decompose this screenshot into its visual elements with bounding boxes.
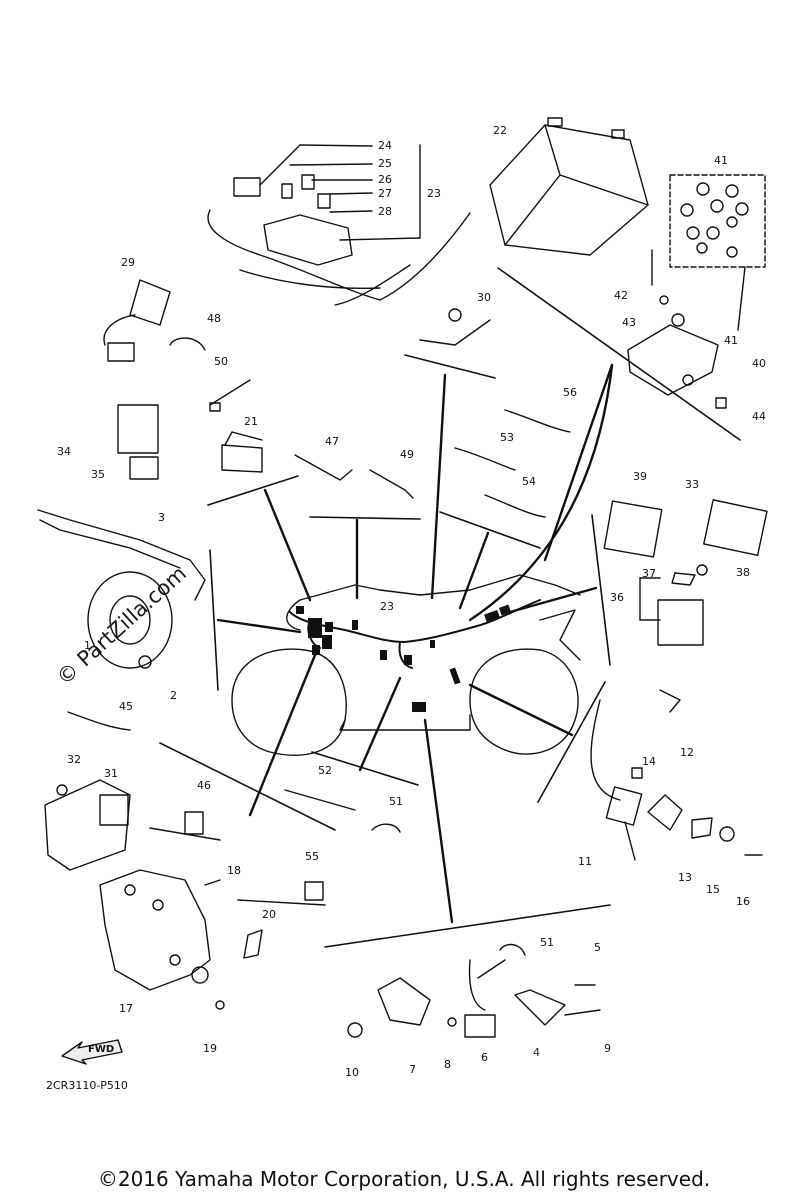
callout-3: 3 <box>158 511 165 524</box>
regulator <box>44 779 131 871</box>
callout-29: 29 <box>121 256 135 269</box>
callout-49: 49 <box>400 448 414 461</box>
group-brackets <box>159 267 741 948</box>
callout-23-top: 23 <box>427 187 441 200</box>
bottom-assembly <box>347 943 601 1038</box>
callout-30: 30 <box>477 291 491 304</box>
callout-16: 16 <box>736 895 750 908</box>
callout-22: 22 <box>493 124 507 137</box>
sensor-assembly-11 <box>590 689 763 861</box>
callout-28: 28 <box>378 205 392 218</box>
callout-11: 11 <box>578 855 592 868</box>
callout-38: 38 <box>736 566 750 579</box>
ties-53-54-56 <box>419 308 571 518</box>
callout-26: 26 <box>378 173 392 186</box>
callout-52: 52 <box>318 764 332 777</box>
callout-47: 47 <box>325 435 339 448</box>
callout-55: 55 <box>305 850 319 863</box>
callout-53: 53 <box>500 431 514 444</box>
callout-1: 1 <box>84 639 91 652</box>
callout-12: 12 <box>680 746 694 759</box>
callout-8: 8 <box>444 1058 451 1071</box>
callout-41-right: 41 <box>724 334 738 347</box>
callout-24: 24 <box>378 139 392 152</box>
callout-50: 50 <box>214 355 228 368</box>
callout-2: 2 <box>170 689 177 702</box>
ecu-unit <box>627 249 727 409</box>
callout-54: 54 <box>522 475 536 488</box>
callout-14: 14 <box>642 755 656 768</box>
callout-18: 18 <box>227 864 241 877</box>
callout-21: 21 <box>244 415 258 428</box>
callout-20: 20 <box>262 908 276 921</box>
callout-13: 13 <box>678 871 692 884</box>
callout-6: 6 <box>481 1051 488 1064</box>
fuse-box <box>207 144 471 306</box>
callout-46: 46 <box>197 779 211 792</box>
horn-assembly <box>37 509 206 669</box>
ties-lower-center <box>149 789 401 906</box>
callout-51-bottom: 51 <box>540 936 554 949</box>
harness-connectors <box>296 604 512 712</box>
callout-39: 39 <box>633 470 647 483</box>
callout-56: 56 <box>563 386 577 399</box>
relays-right <box>603 499 768 646</box>
callout-48: 48 <box>207 312 221 325</box>
pointer-lines <box>216 363 614 924</box>
callout-19: 19 <box>203 1042 217 1055</box>
battery <box>489 117 649 256</box>
callout-9: 9 <box>604 1042 611 1055</box>
callout-33: 33 <box>685 478 699 491</box>
callout-34: 34 <box>57 445 71 458</box>
nut-group-box <box>669 174 766 331</box>
callout-44: 44 <box>752 410 766 423</box>
callout-27: 27 <box>378 187 392 200</box>
copyright-notice: ©2016 Yamaha Motor Corporation, U.S.A. A… <box>97 1167 711 1191</box>
callout-32: 32 <box>67 753 81 766</box>
small-parts-upper-left <box>169 337 263 473</box>
callout-17: 17 <box>119 1002 133 1015</box>
callout-51-mid: 51 <box>389 795 403 808</box>
tie-45 <box>67 711 131 731</box>
callout-40: 40 <box>752 357 766 370</box>
frame-bracket <box>99 869 263 1010</box>
callout-42: 42 <box>614 289 628 302</box>
drawing-code: 2CR3110-P510 <box>46 1079 128 1092</box>
sensor-lead <box>103 279 171 362</box>
callout-35: 35 <box>91 468 105 481</box>
callout-45: 45 <box>119 700 133 713</box>
callout-5: 5 <box>594 941 601 954</box>
motorcycle-outline <box>231 574 581 756</box>
fwd-label: FWD <box>88 1044 115 1055</box>
fwd-arrow <box>61 1039 123 1065</box>
callout-43: 43 <box>622 316 636 329</box>
relay-34 <box>117 404 159 480</box>
callout-10: 10 <box>345 1066 359 1079</box>
callout-23-center: 23 <box>380 600 394 613</box>
callout-15: 15 <box>706 883 720 896</box>
callout-41-top: 41 <box>714 154 728 167</box>
callout-25: 25 <box>378 157 392 170</box>
callout-4: 4 <box>533 1046 540 1059</box>
callout-36: 36 <box>610 591 624 604</box>
ties-47-49 <box>294 454 414 499</box>
callout-7: 7 <box>409 1063 416 1076</box>
callout-31: 31 <box>104 767 118 780</box>
callout-37: 37 <box>642 567 656 580</box>
